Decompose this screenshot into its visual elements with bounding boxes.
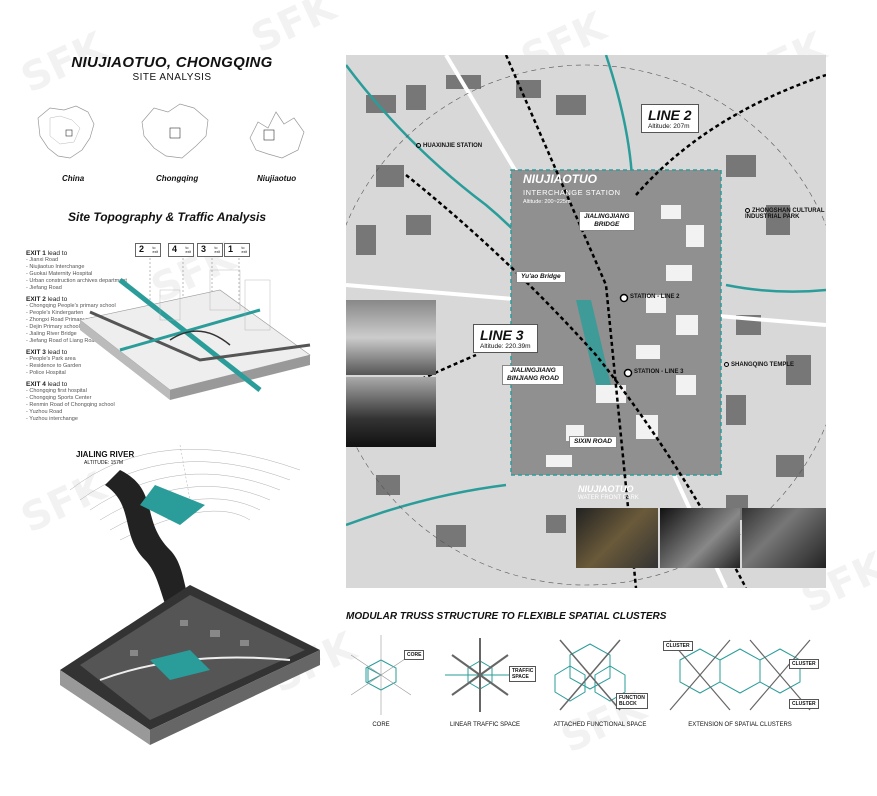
station-altitude: Altitude: 200~225m: [523, 199, 571, 205]
photo-waterfront-2: [660, 508, 740, 568]
waterfront-subtitle: WATER FRONT PARK: [578, 495, 639, 501]
photo-waterfront-1: [576, 508, 658, 568]
diagram-linear-traffic: [445, 638, 515, 712]
exit-destination: - Yuzhou Road: [26, 409, 63, 415]
exit-destination: - Chongqing first hospital: [26, 388, 87, 394]
page-title: NIUJIAOTUO, CHONGQING: [71, 54, 273, 71]
huaxinjie-station-tag: HUAXINJIE STATION: [416, 143, 482, 149]
exit-destination: - Jiefang Road: [26, 285, 62, 291]
tag-cluster-3: CLUSTER: [789, 699, 819, 709]
station-line-3-tag: STATION - LINE 3: [634, 369, 684, 375]
china-map: [37, 105, 95, 159]
exit-destination: - Renmin Road of Chongqing school: [26, 402, 115, 408]
diagram-attached-functional: [554, 639, 626, 711]
tag-function-block: FUNCTION BLOCK: [616, 693, 648, 709]
interchange-axonometric: [79, 258, 311, 400]
river-label: JIALING RIVER: [76, 450, 135, 459]
poi-dot-icon: [745, 208, 750, 213]
exit-destination: - Police Hospital: [26, 370, 66, 376]
map-drawing: [346, 55, 826, 588]
poi-dot-icon: [724, 362, 729, 367]
exit-destination: - Jianxi Road: [26, 257, 59, 263]
photo-waterfront-3: [742, 508, 826, 568]
exit-destination: - Residence to Garden: [26, 363, 82, 369]
exit-destination: - Yuzhou interchange: [26, 416, 78, 422]
photo-bridge-night: [346, 377, 436, 447]
page-subtitle: SITE ANALYSIS: [132, 72, 212, 83]
exit-destination: - Niujiaotuo Interchange: [26, 264, 85, 270]
river-altitude: ALTITUDE: 157M: [84, 460, 124, 466]
road-label-sixin: SIXIN ROAD: [569, 436, 617, 448]
caption-extension-clusters: EXTENSION OF SPATIAL CLUSTERS: [688, 722, 792, 728]
exit-heading: EXIT 3 lead to: [26, 349, 68, 356]
caption-linear-traffic: LINEAR TRAFFIC SPACE: [449, 722, 521, 728]
station-subtitle: INTERCHANGE STATION: [523, 188, 621, 197]
exit-list: EXIT 1 lead to- Jianxi Road- Niujiaotuo …: [26, 246, 136, 423]
exit-destination: - People's Kindergarten: [26, 310, 84, 316]
bridge-label-jialingjiang: JIALINGJIANG BRIDGE: [579, 211, 635, 231]
exit-heading: EXIT 1 lead to: [26, 250, 68, 257]
exit-destination: - Chongqing Sports Center: [26, 395, 92, 401]
diagram-extension-clusters: [669, 639, 811, 711]
photo-bridge-day: [346, 300, 436, 375]
bridge-label-yuao: Yu'ao Bridge: [516, 271, 566, 283]
exit-destination: - Dejin Primary school: [26, 324, 80, 330]
tag-cluster-1: CLUSTER: [663, 641, 693, 651]
topography-title: Site Topography & Traffic Analysis: [68, 210, 267, 224]
shangqing-temple-tag: SHANGQING TEMPLE: [724, 362, 794, 368]
niujiaotuo-label: Niujiaotuo: [257, 174, 297, 183]
exit-destination: - Zhongxi Road Primary school: [26, 317, 102, 323]
station-dot-icon: [416, 143, 421, 148]
zhongshan-park-tag: ZHONGSHAN CULTURAL INDUSTRIAL PARK: [745, 208, 825, 221]
niujiaotuo-map: [249, 111, 305, 159]
exit-destination: - People's Park area: [26, 356, 76, 362]
caption-core: CORE: [372, 722, 390, 728]
tag-core: CORE: [404, 650, 425, 660]
exit-destination: - Guokai Maternity Hospital: [26, 271, 93, 277]
station-line-2-tag: STATION - LINE 2: [630, 294, 680, 300]
station-title: NIUJIAOTUO: [523, 172, 598, 186]
chongqing-map: [141, 103, 209, 159]
tag-cluster-2: CLUSTER: [789, 659, 819, 669]
exit-destination: - Jialing River Bridge: [26, 331, 77, 337]
china-label: China: [62, 174, 85, 183]
exit-heading: EXIT 4 lead to: [26, 381, 68, 388]
diagram-core: [350, 635, 412, 715]
exit-destination: - Jiefang Road of Liang Road: [26, 338, 98, 344]
exit-heading: EXIT 2 lead to: [26, 296, 68, 303]
chongqing-label: Chongqing: [156, 174, 199, 183]
watermark: SFK: [244, 0, 343, 63]
caption-attached-functional: ATTACHED FUNCTIONAL SPACE: [553, 722, 647, 728]
exit-destination: - Chongqing People's primary school: [26, 303, 116, 309]
tag-traffic-space: TRAFFIC SPACE: [509, 666, 537, 682]
modular-section-title: MODULAR TRUSS STRUCTURE TO FLEXIBLE SPAT…: [346, 611, 667, 622]
road-label-binjiang: JIALINGJIANG BINJIANG ROAD: [502, 365, 565, 385]
topography-layers: [60, 444, 320, 745]
waterfront-title: NIUJIAOTUO: [578, 484, 634, 494]
exit-destination: - Urban construction archives department: [26, 278, 127, 284]
